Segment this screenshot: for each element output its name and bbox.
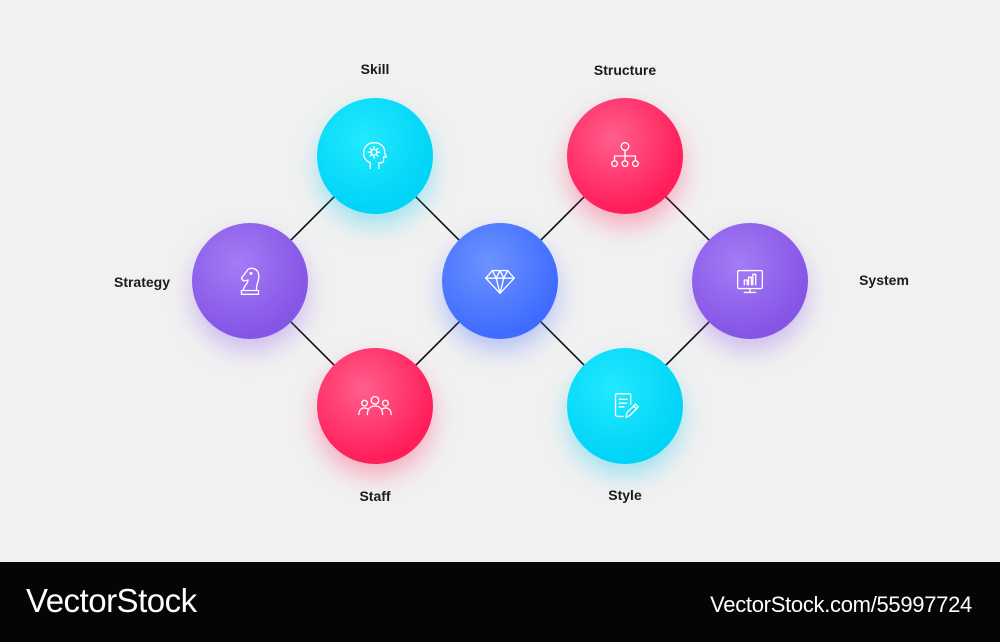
diamond-icon [485,269,515,295]
team-icon [358,395,392,416]
strategy-node [192,223,308,339]
structure-node [567,98,683,214]
style-node [567,348,683,464]
chess-knight-icon [240,267,260,295]
label-strategy: Strategy [113,274,171,290]
label-structure: Structure [593,62,657,78]
label-style: Style [608,487,642,503]
label-skill: Skill [360,61,390,77]
diagram-canvas: Skill Structure Strategy System Staff St… [113,61,909,504]
center-node [442,223,558,339]
watermark-footer: VectorStock VectorStock.com/55997724 [0,562,1000,642]
label-system: System [859,272,909,288]
hierarchy-icon [611,142,639,168]
head-gear-icon [362,142,388,170]
brand-logo: VectorStock [26,582,197,619]
system-node [692,223,808,339]
monitor-chart-icon [736,269,764,294]
document-pencil-icon [614,392,639,419]
label-staff: Staff [359,488,391,504]
staff-node [317,348,433,464]
skill-node [317,98,433,214]
image-id-watermark: VectorStock.com/55997724 [710,592,972,617]
